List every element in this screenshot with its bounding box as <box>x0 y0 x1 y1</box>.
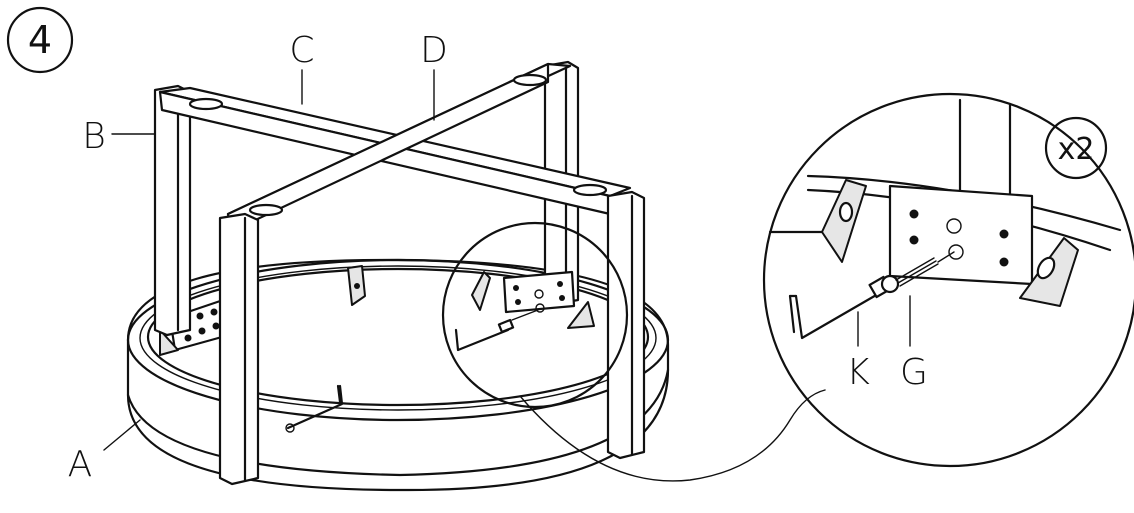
step-badge: 4 <box>6 6 74 74</box>
quantity-label: x2 <box>1058 132 1095 167</box>
label-part-d: D <box>420 30 448 71</box>
label-part-g: G <box>900 352 928 393</box>
label-part-k: K <box>846 352 870 393</box>
ring-frame <box>126 258 670 492</box>
allen-key-on-ring <box>285 384 344 433</box>
label-part-a: A <box>68 444 93 485</box>
detail-callout-large <box>762 92 1134 468</box>
leg-front-left <box>218 212 260 486</box>
detail-callout-small <box>441 221 826 482</box>
label-part-b: B <box>82 116 106 157</box>
leg-back-left <box>153 84 192 337</box>
crossbar-d <box>226 62 572 234</box>
leader-lines <box>103 69 435 451</box>
label-part-c: C <box>289 30 314 71</box>
step-number: 4 <box>28 18 52 62</box>
corner-block <box>347 265 366 306</box>
